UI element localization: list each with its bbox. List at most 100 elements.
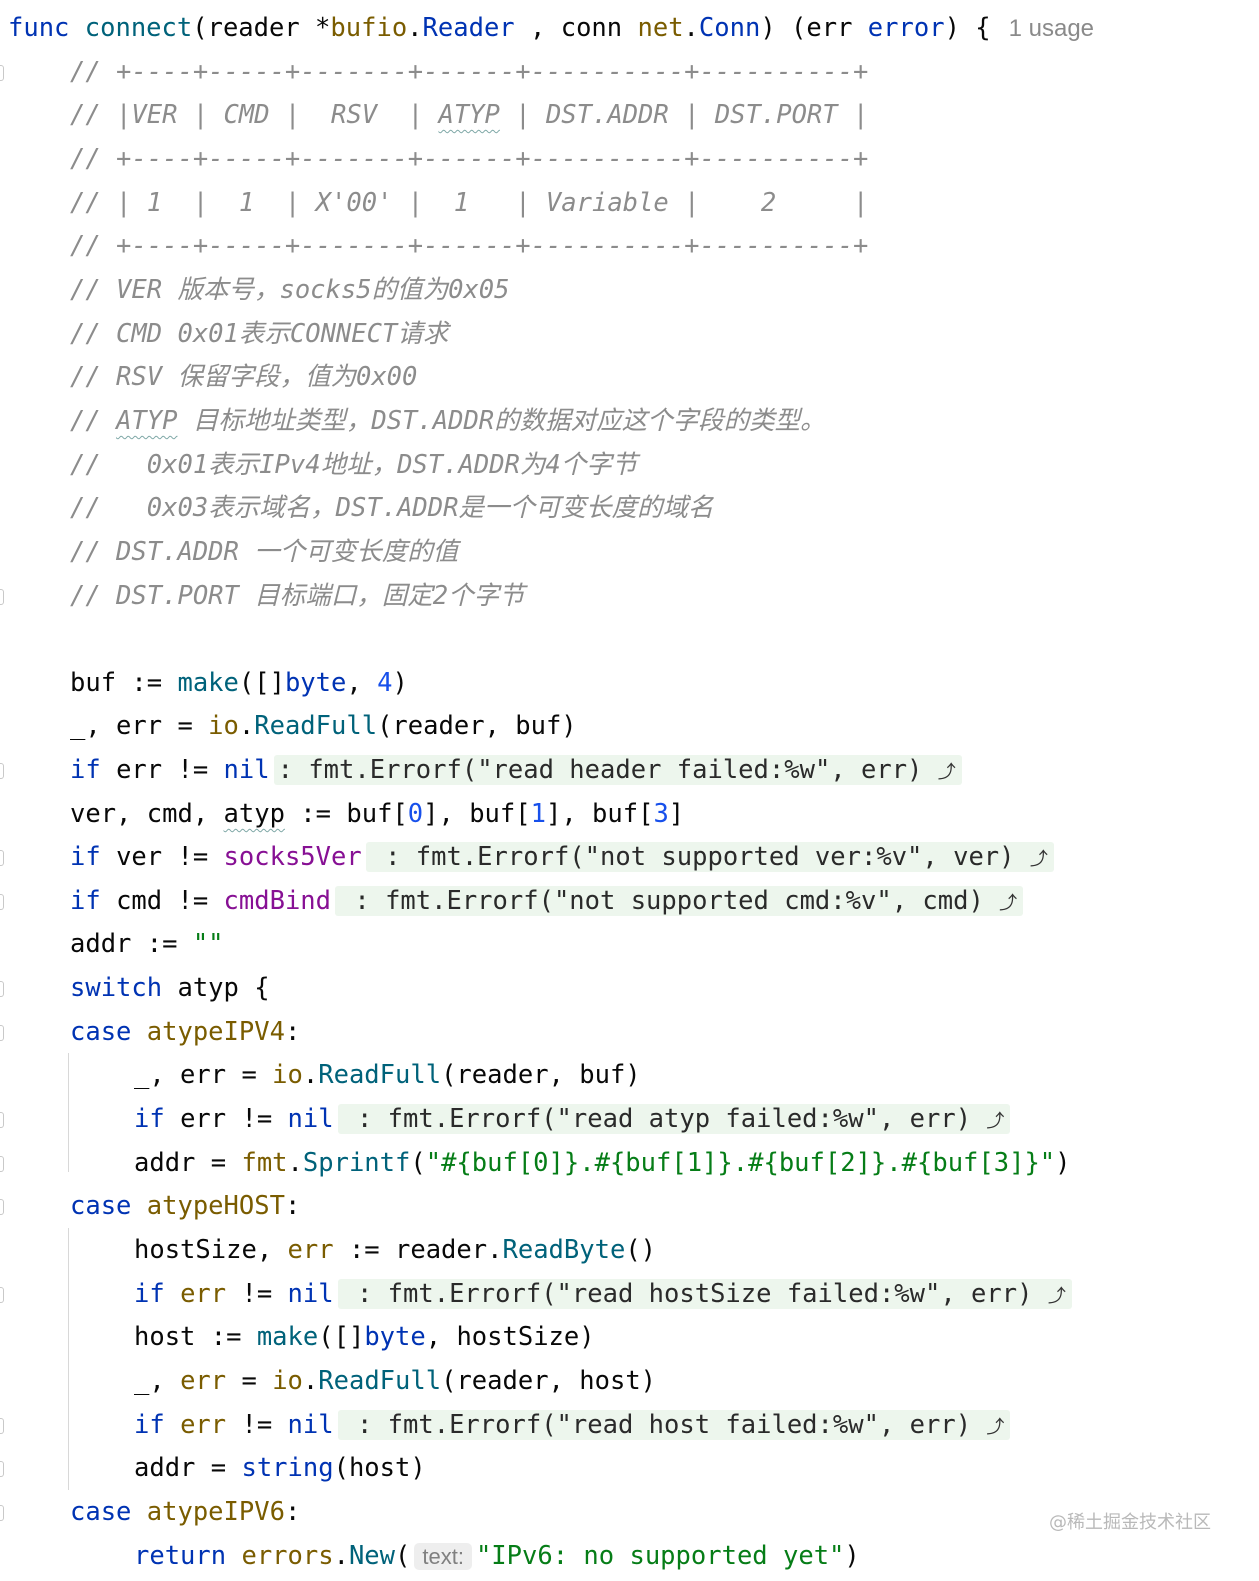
fold-marker-icon[interactable]: [0, 1156, 4, 1172]
code-line[interactable]: host := make([]byte, hostSize): [134, 1315, 595, 1359]
code-token: .: [302, 1366, 319, 1396]
code-line[interactable]: if err != nil: fmt.Errorf("read header f…: [70, 748, 962, 792]
fold-marker-icon[interactable]: [0, 1287, 4, 1303]
code-line[interactable]: _, err = io.ReadFull(reader, host): [134, 1359, 656, 1403]
folded-region[interactable]: : fmt.Errorf("not supported ver:%v", ver…: [365, 842, 1054, 872]
unfold-arrow-icon[interactable]: ⤴: [1029, 849, 1048, 870]
code-token: ReadByte: [502, 1235, 626, 1265]
fold-marker-icon[interactable]: [0, 1025, 4, 1041]
code-line[interactable]: if err != nil : fmt.Errorf("read atyp fa…: [134, 1097, 1011, 1141]
code-line[interactable]: // |VER | CMD | RSV | ATYP | DST.ADDR | …: [70, 93, 868, 137]
code-token: nil: [287, 1410, 334, 1440]
fold-marker-icon[interactable]: [0, 1112, 4, 1128]
code-line[interactable]: _, err = io.ReadFull(reader, buf): [70, 704, 577, 748]
code-token: Sprintf: [302, 1148, 411, 1178]
code-line[interactable]: ver, cmd, atyp := buf[0], buf[1], buf[3]: [70, 792, 684, 836]
code-token: , hostSize): [425, 1322, 595, 1352]
unfold-arrow-icon[interactable]: ⤴: [937, 762, 956, 783]
code-line[interactable]: // CMD 0x01表示CONNECT请求: [70, 312, 448, 356]
code-line[interactable]: // | 1 | 1 | X'00' | 1 | Variable | 2 |: [70, 181, 868, 225]
code-token: , conn: [514, 13, 638, 43]
code-line[interactable]: // DST.ADDR 一个可变长度的值: [70, 530, 458, 574]
code-token: err: [180, 1279, 227, 1309]
comment-token: // +----+-----+-------+------+----------…: [70, 144, 869, 174]
comment-token: // |VER | CMD | RSV |: [70, 100, 439, 130]
code-token: io: [272, 1060, 303, 1090]
code-line[interactable]: switch atyp {: [70, 966, 270, 1010]
folded-region[interactable]: : fmt.Errorf("read header failed:%w", er…: [273, 755, 962, 785]
comment-token: // 0x03表示域名，DST.ADDR是一个可变长度的域名: [70, 493, 714, 523]
code-line[interactable]: // DST.PORT 目标端口，固定2个字节: [70, 574, 525, 618]
code-token: (host): [333, 1453, 426, 1483]
code-line[interactable]: hostSize, err := reader.ReadByte(): [134, 1228, 656, 1272]
code-line[interactable]: // VER 版本号，socks5的值为0x05: [70, 268, 510, 312]
fold-marker-icon[interactable]: [0, 1505, 4, 1521]
code-line[interactable]: // +----+-----+-------+------+----------…: [70, 137, 868, 181]
code-line[interactable]: // ATYP 目标地址类型，DST.ADDR的数据对应这个字段的类型。: [70, 399, 826, 443]
code-token: ReadFull: [318, 1060, 442, 1090]
code-token: :: [284, 1017, 301, 1047]
code-line[interactable]: case atypeHOST:: [70, 1184, 300, 1228]
code-line[interactable]: _, err = io.ReadFull(reader, buf): [134, 1053, 641, 1097]
fold-marker-icon[interactable]: [0, 850, 4, 866]
code-token: ): [392, 668, 408, 698]
code-token: socks5Ver: [223, 842, 362, 872]
fold-marker-icon[interactable]: [0, 1461, 4, 1477]
comment-token: // DST.ADDR 一个可变长度的值: [70, 537, 459, 567]
usage-hint[interactable]: 1 usage: [1008, 15, 1095, 42]
code-token: atypeHOST: [146, 1191, 285, 1221]
code-token: err: [180, 1366, 227, 1396]
code-token: cmd !=: [100, 886, 224, 916]
code-line[interactable]: // RSV 保留字段，值为0x00: [70, 355, 417, 399]
folded-text: : fmt.Errorf("not supported ver:%v", ver…: [369, 842, 1030, 872]
fold-marker-icon[interactable]: [0, 1418, 4, 1434]
code-line[interactable]: // +----+-----+-------+------+----------…: [70, 224, 868, 268]
folded-region[interactable]: : fmt.Errorf("not supported cmd:%v", cmd…: [335, 886, 1024, 916]
fold-marker-icon[interactable]: [0, 894, 4, 910]
code-line[interactable]: buf := make([]byte, 4): [70, 661, 408, 705]
code-token: case: [70, 1497, 147, 1527]
code-line[interactable]: case atypeIPV4:: [70, 1010, 300, 1054]
code-line[interactable]: addr = fmt.Sprintf("#{buf[0]}.#{buf[1]}.…: [134, 1141, 1071, 1185]
unfold-arrow-icon[interactable]: ⤴: [1047, 1286, 1066, 1307]
fold-marker-icon[interactable]: [0, 981, 4, 997]
code-token: addr =: [134, 1148, 242, 1178]
code-token: if: [70, 755, 101, 785]
code-token: ver, cmd,: [70, 799, 224, 829]
fold-marker-icon[interactable]: [0, 589, 4, 605]
unfold-arrow-icon[interactable]: ⤴: [986, 1417, 1005, 1438]
code-line[interactable]: // 0x03表示域名，DST.ADDR是一个可变长度的域名: [70, 486, 714, 530]
code-token: switch: [70, 973, 163, 1003]
comment-token: // DST.PORT 目标端口，固定2个字节: [70, 581, 525, 611]
fold-marker-icon[interactable]: [0, 1199, 4, 1215]
code-token: hostSize,: [134, 1235, 288, 1265]
fold-marker-icon[interactable]: [0, 65, 4, 81]
code-line[interactable]: // +----+-----+-------+------+----------…: [70, 50, 868, 94]
code-token: net: [637, 13, 684, 43]
code-line[interactable]: addr = string(host): [134, 1446, 426, 1490]
folded-region[interactable]: : fmt.Errorf("read host failed:%w", err)…: [337, 1410, 1011, 1440]
unfold-arrow-icon[interactable]: ⤴: [986, 1111, 1005, 1132]
folded-region[interactable]: : fmt.Errorf("read hostSize failed:%w", …: [337, 1279, 1072, 1309]
code-line[interactable]: case atypeIPV6:: [70, 1490, 300, 1534]
code-line[interactable]: if err != nil : fmt.Errorf("read host fa…: [134, 1403, 1011, 1447]
code-token: fmt: [241, 1148, 288, 1178]
code-token: err: [287, 1235, 334, 1265]
code-token: (reader, buf): [377, 711, 577, 741]
code-line[interactable]: // 0x01表示IPv4地址，DST.ADDR为4个字节: [70, 443, 637, 487]
code-line[interactable]: if err != nil : fmt.Errorf("read hostSiz…: [134, 1272, 1072, 1316]
code-token: atypeIPV6: [146, 1497, 285, 1527]
code-token: ([]: [238, 668, 285, 698]
code-line[interactable]: func connect(reader *bufio.Reader , conn…: [8, 6, 1094, 50]
code-line[interactable]: return errors.New(text:"IPv6: no support…: [134, 1534, 860, 1578]
code-line[interactable]: addr := "": [70, 922, 224, 966]
folded-region[interactable]: : fmt.Errorf("read atyp failed:%w", err)…: [337, 1104, 1011, 1134]
comment-token: // +----+-----+-------+------+----------…: [70, 231, 869, 261]
code-token: :: [284, 1191, 301, 1221]
unfold-arrow-icon[interactable]: ⤴: [999, 893, 1018, 914]
code-token: make: [256, 1322, 319, 1352]
code-line[interactable]: if cmd != cmdBind : fmt.Errorf("not supp…: [70, 879, 1024, 923]
code-line[interactable]: if ver != socks5Ver : fmt.Errorf("not su…: [70, 835, 1054, 879]
fold-marker-icon[interactable]: [0, 763, 4, 779]
